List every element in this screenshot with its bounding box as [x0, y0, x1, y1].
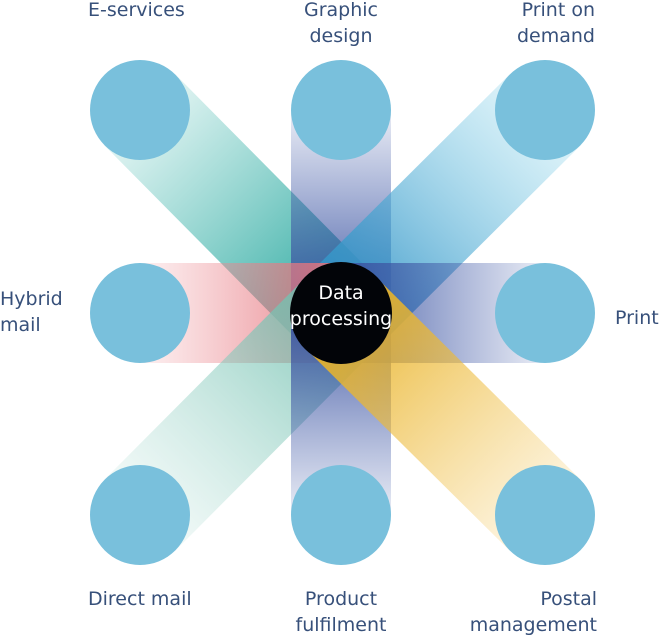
node-product-fulfilment — [291, 465, 391, 565]
label-hybrid-mail: Hybrid mail — [0, 286, 63, 338]
label-print-text: Print — [615, 307, 659, 329]
label-postal-management-line2: management — [469, 614, 597, 636]
label-product-fulfilment-line2: fulfilment — [295, 614, 387, 636]
node-hybrid-mail — [90, 263, 190, 363]
label-direct-mail-text: Direct mail — [88, 588, 192, 610]
label-graphic-design-line2: design — [309, 25, 373, 47]
label-print-on-demand-line2: demand — [516, 25, 595, 47]
label-product-fulfilment: Product fulfilment — [261, 586, 421, 638]
label-print: Print — [615, 305, 659, 331]
node-postal-management — [495, 465, 595, 565]
label-graphic-design-line1: Graphic — [303, 0, 378, 21]
node-print — [495, 263, 595, 363]
label-direct-mail: Direct mail — [88, 586, 192, 612]
label-graphic-design: Graphic design — [271, 0, 411, 49]
center-label-line1: Data — [318, 282, 364, 304]
node-graphic-design — [291, 60, 391, 160]
node-print-on-demand — [495, 60, 595, 160]
outer-nodes — [90, 60, 595, 565]
node-data-processing — [290, 262, 392, 364]
label-hybrid-mail-line1: Hybrid — [0, 288, 63, 310]
label-print-on-demand-line1: Print on — [521, 0, 595, 21]
label-product-fulfilment-line1: Product — [304, 588, 378, 610]
label-eservices-text: E-services — [88, 0, 185, 21]
label-postal-management-line1: Postal — [540, 588, 597, 610]
node-eservices — [90, 60, 190, 160]
center-label: Data processing — [271, 280, 411, 332]
label-eservices: E-services — [88, 0, 185, 23]
label-print-on-demand: Print on demand — [517, 0, 595, 49]
label-hybrid-mail-line2: mail — [0, 314, 41, 336]
center-label-line2: processing — [289, 308, 393, 330]
node-direct-mail — [90, 465, 190, 565]
label-postal-management: Postal management — [470, 586, 597, 638]
